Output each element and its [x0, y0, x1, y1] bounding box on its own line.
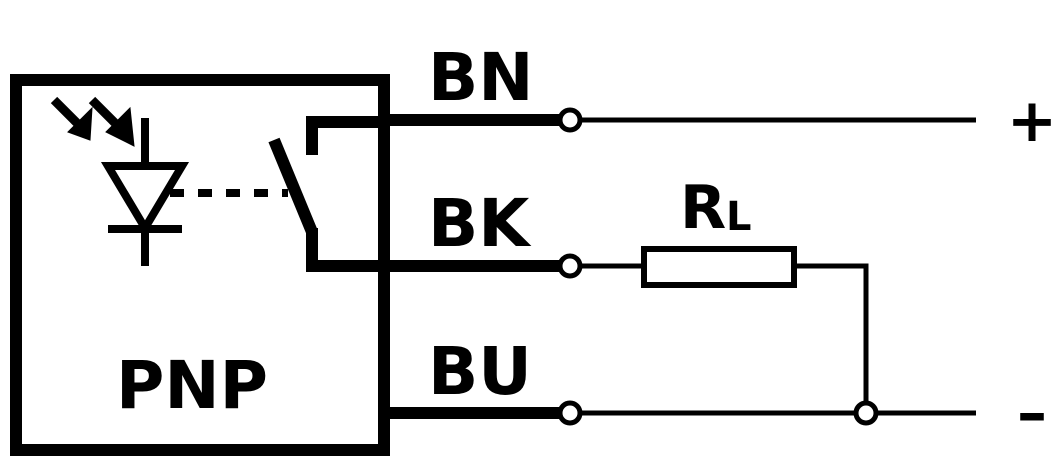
switch-icon [268, 116, 390, 272]
terminal-bn[interactable] [557, 107, 583, 133]
thin-wires [580, 117, 976, 416]
sensor-type-label: PNP [116, 347, 268, 424]
terminal-bk[interactable] [557, 253, 583, 279]
load-label-main: R [680, 173, 726, 243]
terminal-bu[interactable] [557, 400, 583, 426]
positive-terminal-label: + [1007, 86, 1056, 156]
thick-wires [384, 114, 560, 419]
load-label-sub: L [726, 194, 752, 240]
wire-label-bu: BU [428, 333, 532, 410]
photodiode-icon [100, 118, 190, 266]
wire-label-bk: BK [428, 185, 532, 262]
light-rays-icon [50, 96, 135, 147]
load-resistor [641, 246, 797, 288]
negative-terminal-label: – [1017, 378, 1047, 448]
terminal-junction[interactable] [853, 400, 879, 426]
wire-label-bn: BN [428, 39, 534, 116]
